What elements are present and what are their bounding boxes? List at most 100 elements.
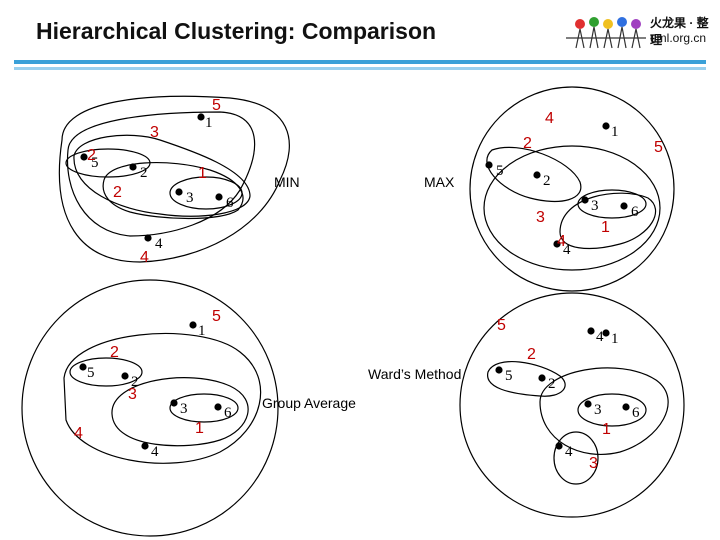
group_average-merge-label-1: 5 — [212, 308, 221, 325]
min-point-label-1: 1 — [205, 115, 213, 131]
group_average-point-label-2: 2 — [131, 374, 139, 390]
max-point-4 — [553, 240, 561, 248]
group_average-merge-label-4: 4 — [74, 425, 83, 442]
method-label-ward: Ward’s Method — [368, 366, 461, 382]
group_average-point-1 — [189, 321, 197, 329]
ward-point-4 — [555, 442, 563, 450]
ward-point-label-1: 1 — [611, 331, 619, 347]
max-point-label-6: 6 — [631, 204, 639, 220]
min-cluster-3 — [73, 134, 251, 217]
ward-merge-label-1: 5 — [497, 317, 506, 334]
ward-cluster-2 — [539, 367, 669, 456]
max-merge-label-6: 4 — [557, 233, 566, 250]
group_average-merge-label-5: 1 — [195, 420, 204, 437]
min-point-5 — [80, 153, 88, 161]
min-merge-label-3: 2 — [113, 184, 122, 201]
ga-cluster-outer — [21, 279, 279, 537]
min-merge-label-4: 1 — [198, 165, 207, 182]
ward-point-4 — [587, 327, 595, 335]
group_average-point-2 — [121, 372, 129, 380]
ward-merge-label-4: 3 — [589, 455, 598, 472]
ward-merge-label-2: 2 — [527, 346, 536, 363]
min-cluster-5 — [65, 148, 151, 178]
max-point-2 — [533, 171, 541, 179]
method-label-min: MIN — [274, 174, 300, 190]
title-underline-bottom — [14, 67, 706, 70]
ward-point-5 — [495, 366, 503, 374]
min-merge-label-6: 4 — [140, 249, 149, 266]
ga-cluster-5 — [69, 357, 143, 387]
group_average-merge-label-2: 2 — [110, 344, 119, 361]
ward-merge-label-3: 1 — [602, 421, 611, 438]
method-label-group-average: Group Average — [262, 395, 356, 411]
ward-point-2 — [538, 374, 546, 382]
group_average-point-6 — [214, 403, 222, 411]
ward-cluster-3 — [553, 431, 599, 485]
min-point-label-3: 3 — [186, 190, 194, 206]
min-merge-label-2: 3 — [150, 124, 159, 141]
min-cluster-1 — [169, 176, 243, 210]
ward-point-label-2: 2 — [548, 376, 556, 392]
group_average-point-label-6: 6 — [224, 405, 232, 421]
min-cluster-2 — [102, 161, 244, 220]
max-point-3 — [581, 196, 589, 204]
ward-point-label-4: 4 — [596, 329, 604, 345]
min-point-4 — [144, 234, 152, 242]
ward-point-label-6: 6 — [632, 405, 640, 421]
method-label-max: MAX — [424, 174, 455, 190]
group_average-point-label-1: 1 — [198, 323, 206, 339]
max-point-label-2: 2 — [543, 173, 551, 189]
group_average-point-4 — [141, 442, 149, 450]
ga-cluster-2 — [169, 393, 239, 423]
min-point-2 — [129, 163, 137, 171]
min-point-3 — [175, 188, 183, 196]
ward-cluster-outer — [459, 292, 685, 518]
min-cluster-outer — [58, 95, 290, 263]
logo-text-url: uml.org.cn — [650, 31, 707, 45]
umlchina-logo — [566, 17, 646, 49]
min-point-label-5: 5 — [91, 155, 99, 171]
group_average-point-label-5: 5 — [87, 365, 95, 381]
min-merge-label-1: 5 — [212, 97, 221, 114]
group_average-merge-label-3: 3 — [128, 386, 137, 403]
max-point-label-1: 1 — [611, 124, 619, 140]
min-point-label-2: 2 — [140, 165, 148, 181]
ga-cluster-3 — [111, 377, 249, 447]
group_average-point-5 — [79, 363, 87, 371]
max-merge-label-5: 1 — [601, 219, 610, 236]
min-point-label-6: 6 — [226, 195, 234, 211]
max-cluster-4 — [483, 145, 661, 271]
ward-point-label-5: 5 — [505, 368, 513, 384]
min-point-label-4: 4 — [155, 236, 163, 252]
group_average-point-3 — [170, 399, 178, 407]
max-merge-label-4: 3 — [536, 209, 545, 226]
max-point-1 — [602, 122, 610, 130]
ward-point-6 — [622, 403, 630, 411]
ward-cluster-1 — [577, 393, 647, 427]
logo-text-cn: 火龙果 · 整理 — [650, 16, 709, 47]
max-point-label-3: 3 — [591, 198, 599, 214]
max-cluster-1 — [577, 189, 647, 219]
ward-point-3 — [584, 400, 592, 408]
min-point-6 — [215, 193, 223, 201]
max-merge-label-1: 4 — [545, 110, 554, 127]
slide-title: Hierarchical Clustering: Comparison — [36, 18, 437, 44]
ward-point-label-4: 4 — [565, 444, 573, 460]
ga-cluster-4 — [63, 332, 262, 464]
max-point-label-4: 4 — [563, 242, 571, 258]
max-point-label-5: 5 — [496, 163, 504, 179]
min-merge-label-5: 2 — [87, 147, 96, 164]
group_average-point-label-3: 3 — [180, 401, 188, 417]
group_average-point-label-4: 4 — [151, 444, 159, 460]
max-merge-label-2: 5 — [654, 139, 663, 156]
max-point-6 — [620, 202, 628, 210]
ward-point-label-3: 3 — [594, 402, 602, 418]
max-merge-label-3: 2 — [523, 135, 532, 152]
ward-point-1 — [602, 329, 610, 337]
max-cluster-outer — [469, 86, 675, 292]
max-cluster-2 — [486, 146, 582, 203]
max-point-5 — [485, 161, 493, 169]
min-point-1 — [197, 113, 205, 121]
ward-cluster-5 — [487, 361, 566, 397]
